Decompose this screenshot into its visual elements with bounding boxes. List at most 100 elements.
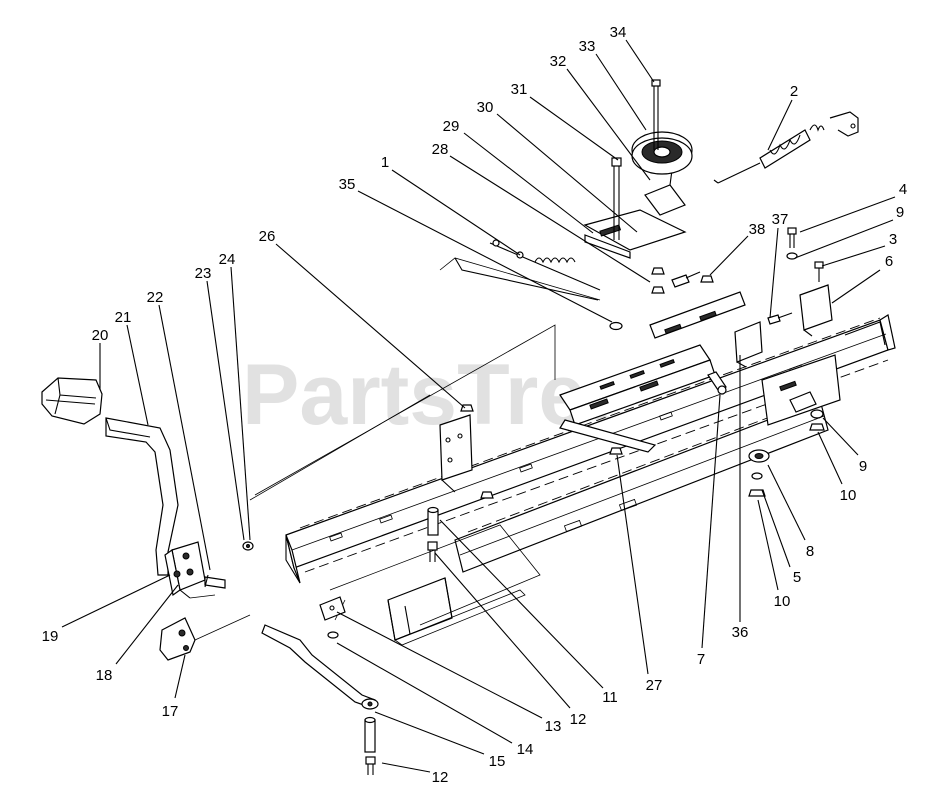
callout-number-32: 32 [550,53,567,70]
callout-number-10: 10 [840,487,857,504]
callout-number-29: 29 [443,118,460,135]
nut-23-24 [242,541,254,551]
callout-number-12: 12 [570,711,587,728]
leader-line-17 [174,654,186,699]
part-36-bracket [734,321,763,368]
leader-line-29 [463,132,594,234]
callout-number-13: 13 [545,718,562,735]
callout-number-21: 21 [115,309,132,326]
pedal-pad [41,377,103,425]
leader-line-28 [449,155,651,283]
leader-line-2 [767,99,793,151]
pivot-bracket [164,541,216,599]
callout-number-33: 33 [579,38,596,55]
callout-number-9: 9 [859,458,867,475]
slotted-bracket [559,291,746,453]
callout-number-28: 28 [432,141,449,158]
bolt-4 [786,227,798,260]
leader-line-37 [769,227,779,319]
callout-number-4: 4 [899,181,907,198]
leader-line-32 [566,68,651,181]
leader-line-24 [230,266,251,541]
callout-number-23: 23 [195,265,212,282]
callout-number-7: 7 [697,651,705,668]
bolt-3 [814,261,824,282]
callout-number-27: 27 [646,677,663,694]
callout-number-36: 36 [732,624,749,641]
leader-line-9 [794,219,894,259]
callout-number-20: 20 [92,327,109,344]
leader-line-11 [439,519,604,689]
callout-number-3: 3 [889,231,897,248]
callout-number-1: 1 [381,154,389,171]
frame-rail-lower [454,395,829,573]
leader-line-33 [595,53,647,131]
leader-line-12 [381,762,431,773]
control-rod-1 [454,239,601,301]
leader-line-9 [822,417,859,456]
linkage-rod [261,624,379,710]
bolt-22 [204,574,226,589]
leader-line-3 [821,245,886,267]
idler-pulley [631,131,693,175]
bracket-32 [644,169,686,216]
callout-number-17: 17 [162,703,179,720]
bracket-6 [799,284,833,337]
leader-line-38 [709,235,749,276]
callout-number-19: 19 [42,628,59,645]
leader-line-15 [374,711,485,755]
callout-number-2: 2 [790,83,798,100]
leader-line-26 [275,243,466,409]
callout-number-26: 26 [259,228,276,245]
callout-number-34: 34 [610,24,627,41]
callout-number-31: 31 [511,81,528,98]
callout-number-35: 35 [339,176,356,193]
leader-line-6 [831,269,881,304]
leader-line-5 [761,489,791,568]
cross-channel [387,577,526,646]
callout-layer: 1234567899101011121213141517181920212223… [42,24,908,786]
right-bracket [761,354,841,426]
pin-7 [707,371,727,395]
frame-rail-upper [285,314,896,584]
leader-line-31 [529,96,619,161]
mount-bracket [439,414,473,493]
callout-number-37: 37 [772,211,789,228]
leader-line-14 [336,642,513,744]
leader-line-27 [616,454,649,675]
leader-line-22 [158,304,211,571]
leader-line-35 [357,190,613,323]
pedal-arm [105,417,179,576]
leader-line-10 [757,499,779,591]
callout-number-14: 14 [517,741,534,758]
bolt-12-upper [427,541,438,562]
leader-line-23 [206,280,245,541]
leader-line-13 [336,611,543,719]
washer-nut-stack [748,409,825,497]
leader-line-19 [61,574,171,628]
callout-number-10: 10 [774,593,791,610]
leader-line-21 [126,324,149,426]
leader-line-7 [701,394,721,649]
bolt-37 [767,312,793,325]
shoulder-bolt [671,271,701,288]
bolt-12-lower [365,756,376,775]
callout-number-12: 12 [432,769,449,786]
callout-number-5: 5 [793,569,801,586]
callout-number-15: 15 [489,753,506,770]
lower-bracket-17 [159,614,251,661]
spring-rod-2 [713,111,859,184]
spacer-15 [364,716,376,753]
leader-line-8 [767,464,806,541]
leader-line-1 [391,169,521,256]
callout-number-24: 24 [219,251,236,268]
callout-number-6: 6 [885,253,893,270]
callout-number-38: 38 [749,221,766,238]
callout-number-22: 22 [147,289,164,306]
leader-line-10 [817,431,843,485]
callout-number-8: 8 [806,543,814,560]
callout-number-30: 30 [477,99,494,116]
leader-line-12 [434,552,571,709]
leader-line-18 [115,584,179,665]
